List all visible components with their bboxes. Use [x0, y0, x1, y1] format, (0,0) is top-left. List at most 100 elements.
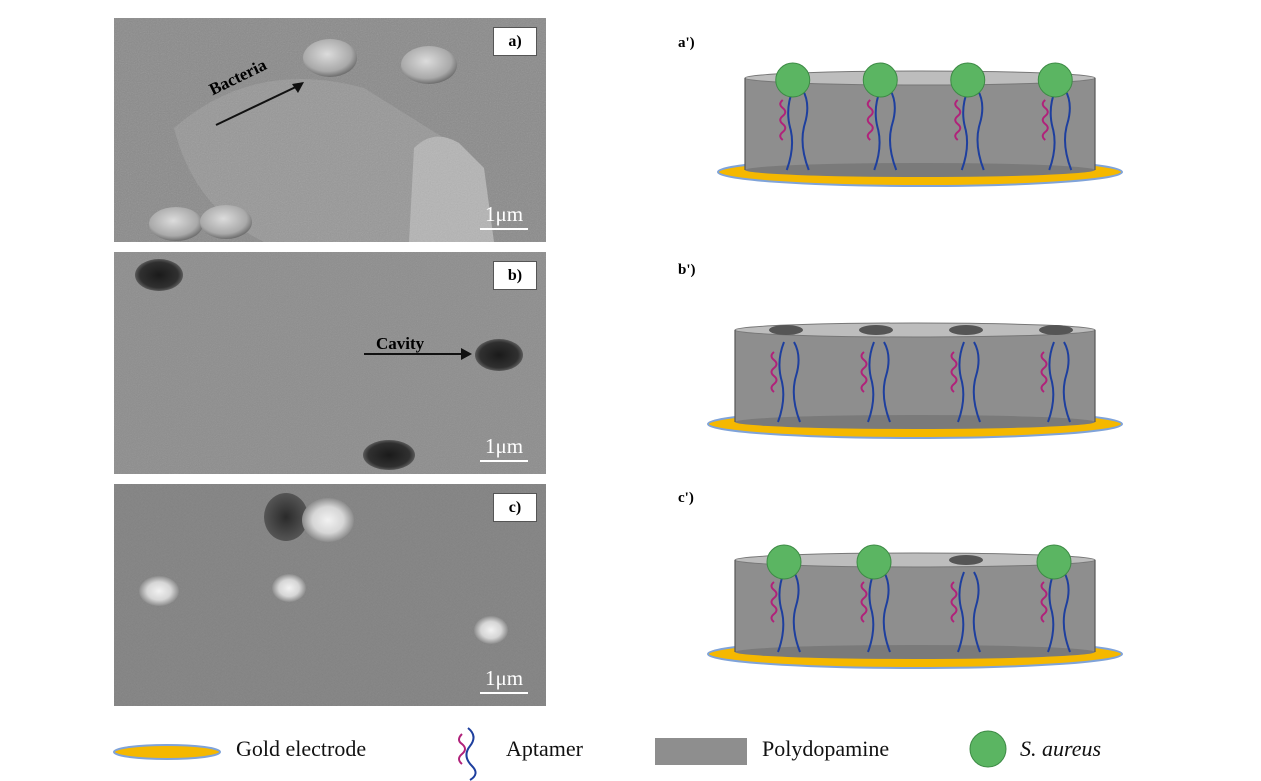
polydopamine-bottom	[735, 645, 1095, 659]
binding-site	[1039, 325, 1073, 423]
sem-panel-b: Cavity b) 1μm	[114, 252, 546, 474]
schematic-label-b: b')	[678, 262, 696, 278]
aptamer-pink-strand	[950, 351, 958, 393]
binding-site	[775, 62, 811, 171]
binding-site	[949, 555, 983, 653]
scale-bar-a: 1μm	[480, 204, 528, 230]
binding-site	[1037, 62, 1073, 171]
aptamer-blue-strand	[1047, 341, 1055, 423]
scale-bar-text: 1μm	[484, 666, 524, 690]
aptamer-blue-strand	[777, 341, 785, 423]
bacterium-cell	[139, 576, 179, 606]
cavity-spot	[135, 259, 183, 291]
aptamer-blue-strand	[792, 341, 801, 423]
legend-s-aureus: S. aureus	[1020, 736, 1102, 761]
aptamer-blue-strand	[972, 571, 981, 653]
bacterium-cell	[200, 205, 252, 239]
sem-image-a	[114, 18, 546, 242]
aptamer-blue-strand	[873, 89, 882, 171]
sem-panel-label-b: b)	[493, 261, 537, 290]
aptamer-blue-strand	[867, 341, 875, 423]
aptamer-pink-strand	[860, 351, 868, 393]
polydopamine-bottom	[735, 415, 1095, 429]
bacterium-cell	[302, 498, 354, 542]
aptamer-blue-strand	[889, 89, 898, 171]
aptamer-blue-strand	[882, 571, 891, 653]
aptamer-pink-strand	[1041, 99, 1049, 141]
aptamer-blue-strand	[882, 341, 891, 423]
binding-site	[950, 62, 986, 171]
legend-symbols	[113, 727, 1007, 781]
sem-image-c	[114, 484, 546, 706]
s-aureus-cell	[950, 62, 986, 98]
aptamer-pink-strand	[1040, 581, 1048, 623]
sem-panel-a: Bacteria a) 1μm	[114, 18, 546, 242]
sem-panel-label-a: a)	[493, 27, 537, 56]
scale-bar-text: 1μm	[484, 202, 524, 226]
polydopamine-bottom	[745, 163, 1095, 177]
sem-annotation-cavity: Cavity	[376, 334, 425, 353]
arrow-head	[292, 82, 304, 93]
aptamer-blue-strand	[960, 89, 969, 171]
binding-site	[862, 62, 898, 171]
s-aureus-cell	[1037, 62, 1073, 98]
s-aureus-cell	[1036, 544, 1072, 580]
arrow-head	[461, 348, 472, 360]
imprinted-cavity	[949, 555, 983, 565]
sem-panel-c: c) 1μm	[114, 484, 546, 706]
legend-polydopamine: Polydopamine	[762, 736, 890, 761]
binding-site	[1036, 544, 1072, 653]
schematic-label-a: a')	[678, 35, 695, 51]
aptamer-blue-strand	[1062, 341, 1071, 423]
aptamer-icon	[458, 727, 477, 781]
binding-site	[766, 544, 802, 653]
polydopamine-layer	[735, 330, 1095, 422]
aptamer-blue-strand	[1047, 571, 1055, 653]
schematic-b	[707, 322, 1123, 439]
aptamer-blue-strand	[957, 571, 965, 653]
binding-site	[859, 325, 893, 423]
bacterium-cell	[401, 46, 457, 84]
aptamer-blue-strand	[1064, 89, 1073, 171]
s-aureus-cell	[766, 544, 802, 580]
cavity-spot	[264, 493, 308, 541]
aptamer-blue-strand	[972, 341, 981, 423]
aptamer-pink-strand	[866, 99, 874, 141]
bacterium-cell	[474, 616, 508, 644]
bacteria-arrow	[215, 83, 303, 126]
cavity-spot	[363, 440, 415, 470]
bacterium-cell	[303, 39, 357, 77]
legend: Gold electrode Aptamer Polydopamine S. a…	[0, 724, 1261, 781]
aptamer-pink-strand	[1040, 351, 1048, 393]
schematic-label-c: c')	[678, 490, 694, 506]
aptamer-blue-strand	[976, 89, 985, 171]
scale-bar-c: 1μm	[480, 668, 528, 694]
legend-aptamer: Aptamer	[506, 736, 583, 761]
aptamer-pink-strand	[779, 99, 787, 141]
bacterium-cell	[149, 207, 203, 241]
aptamer-pink-strand	[770, 351, 778, 393]
s-aureus-cell	[775, 62, 811, 98]
s-aureus-cell	[862, 62, 898, 98]
binding-site	[949, 325, 983, 423]
aptamer-blue-strand	[1062, 571, 1071, 653]
aptamer-blue-strand	[801, 89, 810, 171]
bacterium-cell	[272, 574, 306, 602]
legend-gold-electrode: Gold electrode	[236, 736, 367, 761]
aptamer-blue-strand	[792, 571, 801, 653]
cavity-spot	[475, 339, 523, 371]
aptamer-blue-strand	[785, 89, 794, 171]
binding-site	[856, 544, 892, 653]
aptamer-blue-strand	[777, 571, 785, 653]
imprinted-cavity	[859, 325, 893, 335]
imprinted-cavity	[769, 325, 803, 335]
s-aureus-cell	[856, 544, 892, 580]
s-aureus-icon	[969, 730, 1007, 768]
scale-bar-text: 1μm	[484, 434, 524, 458]
polydopamine-icon	[655, 738, 747, 765]
sem-panel-label-c: c)	[493, 493, 537, 522]
aptamer-blue-strand	[1048, 89, 1057, 171]
imprinted-cavity	[949, 325, 983, 335]
imprinted-cavity	[1039, 325, 1073, 335]
schematic-c	[707, 544, 1123, 669]
